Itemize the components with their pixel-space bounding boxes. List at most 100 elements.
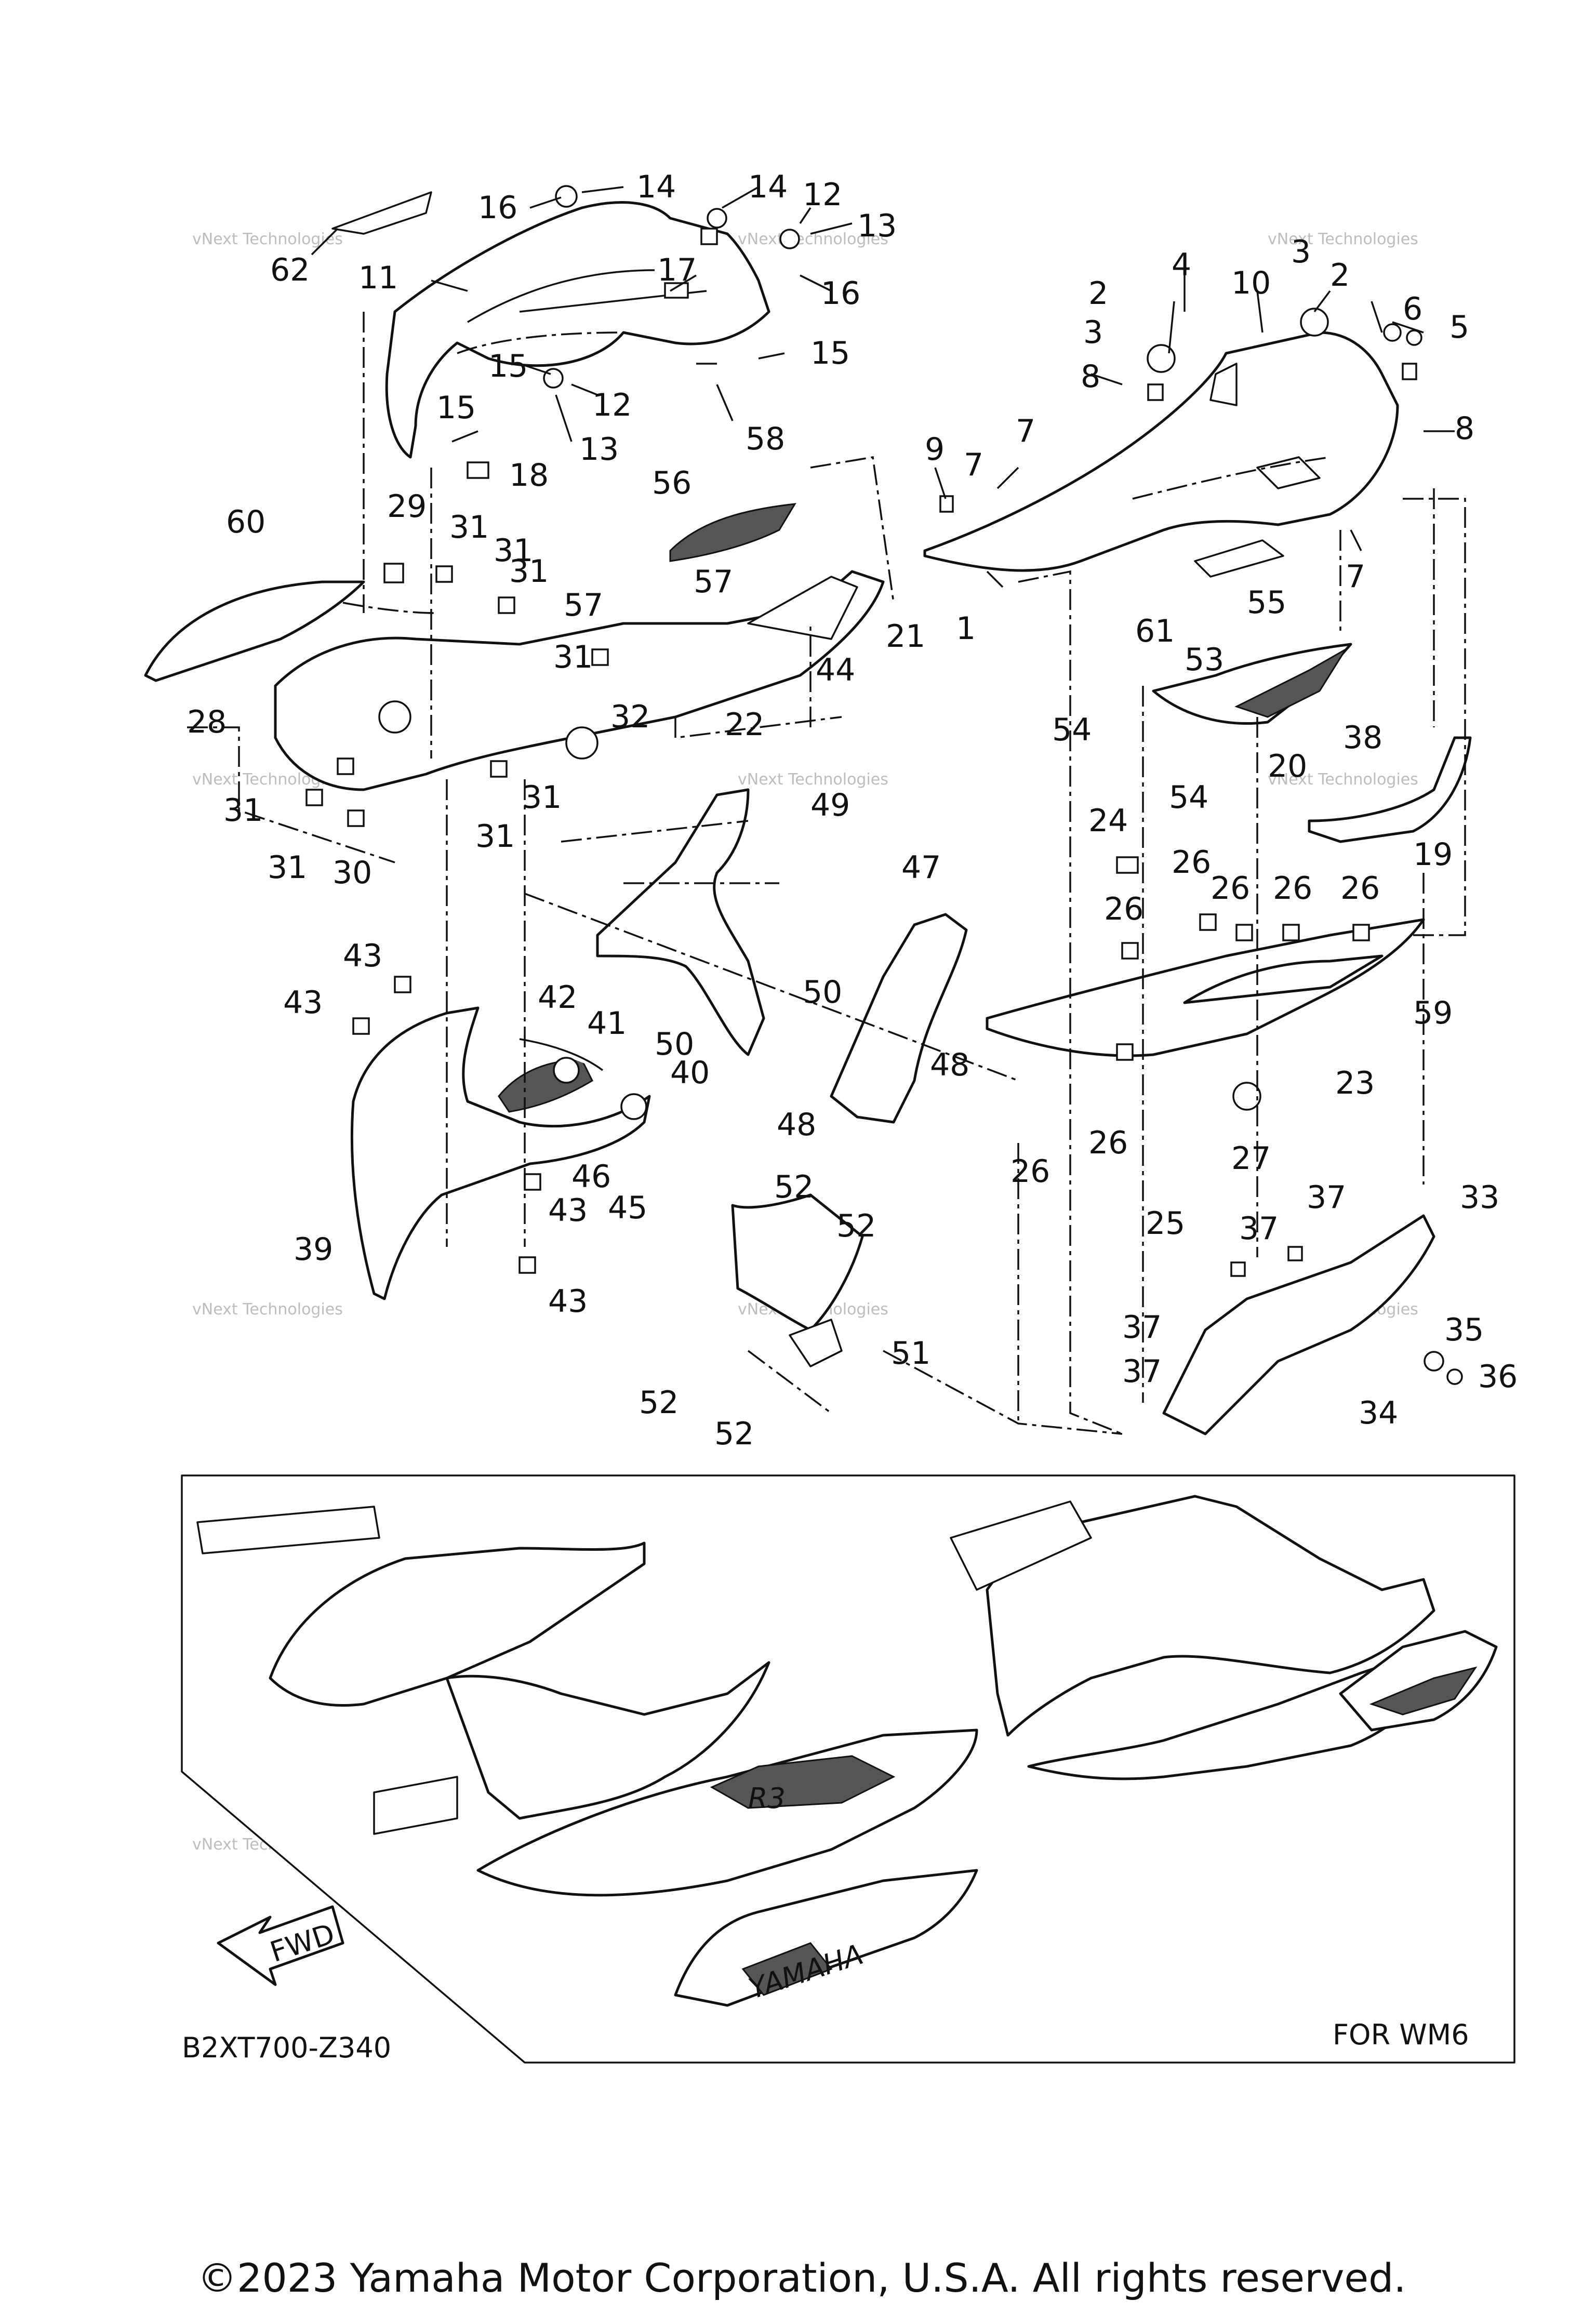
variant-note: FOR WM6 (1333, 2018, 1469, 2051)
callout: 31 (553, 639, 593, 675)
nut-icon (1116, 1043, 1134, 1061)
callout: 6 (1403, 291, 1422, 327)
callout: 30 (332, 855, 372, 891)
callout: 43 (283, 985, 323, 1021)
nut-icon (1235, 924, 1253, 941)
callout: 36 (1478, 1359, 1518, 1395)
callout: 37 (1307, 1179, 1346, 1216)
callout: 26 (1211, 870, 1250, 907)
callout: 26 (1010, 1153, 1050, 1190)
callout: 25 (1146, 1205, 1185, 1242)
callout: 39 (294, 1231, 333, 1268)
callout: 52 (836, 1208, 876, 1244)
decal-29-icon (383, 563, 404, 583)
callout: 12 (592, 387, 632, 423)
part-upper-cowling-left (385, 185, 800, 479)
callout: 50 (803, 974, 842, 1010)
grommet-icon (1232, 1082, 1261, 1111)
callout: 26 (1172, 844, 1211, 881)
callout: 17 (657, 252, 697, 288)
nut-icon (1121, 942, 1139, 960)
callout: 15 (810, 335, 850, 371)
callout: 16 (821, 275, 860, 312)
callout: 31 (522, 779, 562, 816)
callout: 53 (1185, 642, 1224, 678)
callout: 43 (548, 1192, 588, 1229)
clip-icon (1116, 856, 1139, 874)
nut-icon (1199, 913, 1217, 931)
callout: 48 (930, 1047, 969, 1083)
callout: 31 (494, 533, 533, 569)
callout: 45 (608, 1190, 647, 1226)
callout: 9 (925, 431, 945, 468)
clip-icon (1402, 363, 1417, 380)
grommet-icon (664, 282, 689, 299)
callout: 26 (1340, 870, 1380, 907)
callout: 41 (587, 1005, 627, 1042)
callout: 48 (777, 1107, 816, 1143)
callout: 13 (579, 431, 619, 468)
callout: 49 (810, 787, 850, 823)
callout: 51 (891, 1335, 930, 1372)
callout: 37 (1239, 1211, 1279, 1247)
nut-icon (1230, 1261, 1246, 1277)
part-lower-cowl-left (350, 976, 651, 1300)
callout: 2 (1330, 257, 1350, 294)
inset-badge: R3 (748, 1782, 786, 1815)
collar-icon (1446, 1368, 1463, 1385)
grommet-icon (543, 368, 564, 389)
copyright-footer: ©2023 Yamaha Motor Corporation, U.S.A. A… (197, 2255, 1406, 2301)
grommet-icon (1147, 344, 1176, 373)
callout: 50 (655, 1026, 694, 1062)
callout: 2 (1088, 275, 1108, 312)
callout: 11 (358, 260, 398, 296)
diagram-code: B2XT700-Z340 (182, 2031, 391, 2064)
part-inner-side-panels (596, 788, 968, 1367)
callout: 20 (1268, 748, 1307, 784)
callout: 61 (1135, 613, 1175, 649)
callout: 31 (475, 818, 515, 855)
watermark-text: vNext Technologies (192, 1300, 343, 1319)
callout: 58 (746, 421, 785, 457)
nut-icon (524, 1173, 541, 1191)
callout: 3 (1083, 314, 1103, 351)
callout: 21 (886, 618, 925, 655)
callout: 34 (1359, 1395, 1398, 1431)
part-decal-61 (1194, 539, 1284, 578)
callout: 7 (1016, 413, 1035, 449)
clip-icon (939, 495, 954, 513)
watermark-text: vNext Technologies (738, 770, 888, 789)
nut-icon (394, 976, 411, 993)
watermark-text: vNext Technologies (192, 230, 343, 248)
callout: 8 (1081, 358, 1100, 395)
callout: 33 (1460, 1179, 1499, 1216)
callout: 38 (1343, 720, 1382, 756)
callout: 31 (268, 849, 307, 886)
callout: 57 (694, 564, 733, 600)
callout: 37 (1122, 1309, 1162, 1346)
part-decal-62 (331, 191, 432, 235)
callout: 54 (1169, 779, 1208, 816)
fwd-arrow-icon: FWD (217, 1905, 344, 1986)
nut-icon (1406, 329, 1422, 346)
nut-icon (347, 809, 365, 827)
callout: 26 (1088, 1125, 1128, 1161)
callout: 26 (1104, 891, 1143, 927)
callout: 43 (548, 1283, 588, 1320)
callout: 15 (488, 348, 528, 384)
callout: 19 (1413, 836, 1453, 873)
callout: 12 (803, 177, 842, 213)
callout: 32 (610, 699, 650, 735)
callout: 31 (223, 792, 263, 829)
leaders (311, 186, 1455, 588)
callout: 47 (901, 849, 941, 886)
assembly-lines (187, 312, 1466, 1435)
nut-icon (779, 229, 800, 249)
part-upper-cowling-right (923, 308, 1422, 572)
callout: 52 (714, 1416, 754, 1452)
grommet-icon (553, 1057, 580, 1084)
callout: 35 (1444, 1312, 1484, 1348)
collar-icon (620, 1093, 647, 1120)
callout: 1 (956, 610, 976, 647)
callout: 7 (1346, 558, 1365, 595)
